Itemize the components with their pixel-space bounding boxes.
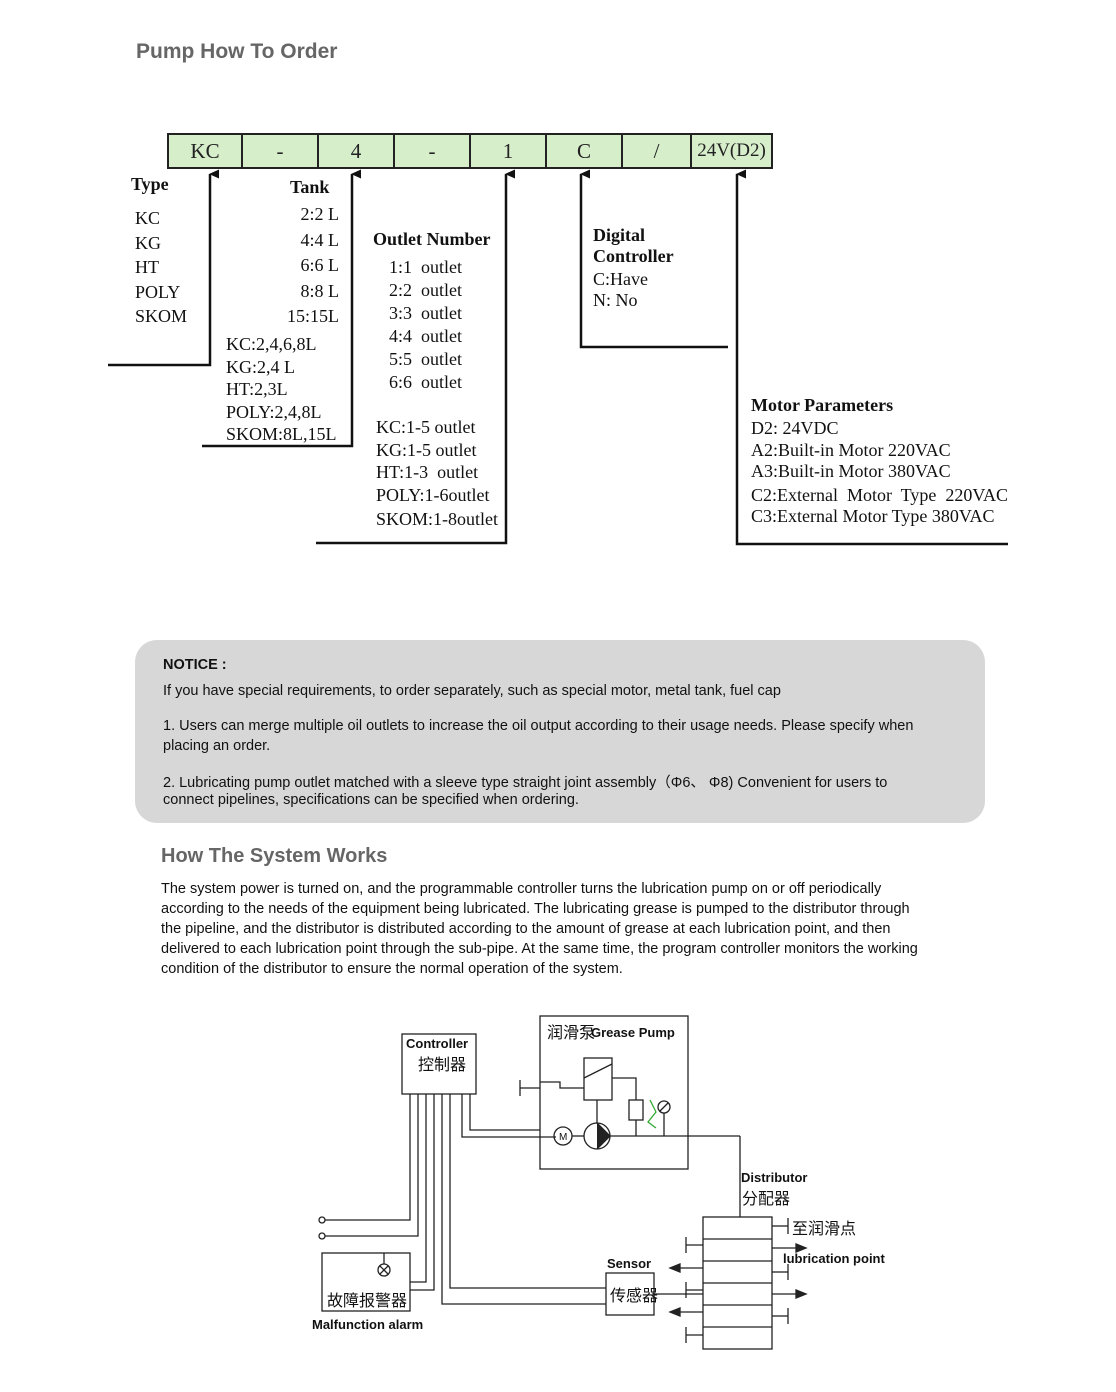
paragraph-line: condition of the distributor to ensure t… [161,961,623,977]
controller-heading: Digital Controller [593,225,674,267]
list-item: 5:5 outlet [389,349,462,369]
list-item: KG [135,232,161,253]
system-diagram: Controller 控制器 润滑泵 Grease Pump M Distrib… [312,1015,885,1350]
outlet-models: KC:1-5 outlet KG:1-5 outlet HT:1-3 outle… [376,416,498,531]
type-heading: Type [131,174,169,194]
paragraph-line: The system power is turned on, and the p… [161,881,882,897]
distributor-label-cn: 分配器 [742,1189,790,1208]
motor-heading: Motor Parameters [751,395,894,415]
code-cell-tank: 4 [317,133,395,169]
section-title: How The System Works [161,845,388,867]
controller-box [401,1033,477,1095]
list-item: 15:15L [287,306,339,326]
notice-item-1: 1. Users can merge multiple oil outlets … [163,718,914,734]
list-item: 6:6 L [300,255,340,275]
lubrication-label-en: lubrication point [783,1251,885,1266]
lubrication-label-cn: 至润滑点 [792,1219,856,1238]
list-item: 6:6 outlet [389,372,462,392]
outlet-list: 1:1 outlet 2:2 outlet 3:3 outlet 4:4 out… [389,256,462,394]
controller-heading-line1: Digital [593,225,645,245]
tank-models: KC:2,4,6,8L KG:2,4 L HT:2,3L POLY:2,4,8L… [226,333,337,446]
distributor-label-en: Distributor [741,1170,807,1185]
sensor-label-en: Sensor [607,1256,651,1271]
list-item: 4:4 L [300,229,340,250]
list-item: 8:8 L [300,280,340,301]
motor-list: D2: 24VDC A2:Built-in Motor 220VAC A3:Bu… [751,418,1008,528]
list-item: 1:1 outlet [389,257,462,277]
type-column: Type [131,173,169,197]
controller-label-en: Controller [406,1036,468,1051]
sensor-label-cn: 传感器 [610,1286,658,1305]
tank-symbol [583,1057,613,1101]
list-item: SKOM:1-8outlet [376,509,499,529]
alarm-label-cn: 故障报警器 [327,1291,407,1310]
notice-item-2: 2. Lubricating pump outlet matched with … [163,775,888,791]
list-item: C:Have [593,269,648,289]
paragraph-line: according to the needs of the equipment … [161,901,910,917]
notice-box: NOTICE : If you have special requirement… [135,640,985,823]
list-item: 4:4 outlet [389,326,462,346]
list-item: POLY [135,281,181,302]
code-cell-controller: C [545,133,623,169]
list-item: 2:2 outlet [389,280,462,300]
paragraph-line: the pipeline, and the distributor is dis… [161,921,891,937]
notice-title: NOTICE : [163,657,227,673]
list-item: KC:1-5 outlet [376,417,476,437]
list-item: 2:2 L [300,204,340,224]
controller-label-cn: 控制器 [418,1055,466,1074]
list-item: KG:1-5 outlet [376,439,477,460]
list-item: HT:1-3 outlet [376,462,479,482]
code-cell-outlet: 1 [469,133,547,169]
list-item: HT:2,3L [226,379,288,399]
code-cell-motor: 24V(D2) [690,133,773,169]
works-paragraph: The system power is turned on, and the p… [161,879,918,979]
list-item: A3:Built-in Motor 380VAC [751,461,951,481]
paragraph-line: delivered to each lubrication point thro… [161,941,918,957]
list-item: HT [135,257,159,277]
order-connector-lines [108,0,1008,546]
grease-pump-box [539,1015,689,1170]
motor-label: M [559,1132,567,1143]
page-title: Pump How To Order [136,40,338,63]
list-item: KC [135,208,161,228]
list-item: KG:2,4 L [226,356,295,377]
outlet-heading: Outlet Number [373,229,491,249]
list-item: SKOM [135,306,188,326]
tank-heading: Tank [290,177,330,197]
list-item: POLY:2,4,8L [226,401,322,422]
controller-heading-line2: Controller [593,246,674,266]
pump-label-en: Grease Pump [591,1025,675,1040]
notice-item-2-cont: connect pipelines, specifications can be… [163,792,579,808]
list-item: POLY:1-6outlet [376,484,490,505]
tank-list: 2:2 L 4:4 L 6:6 L 8:8 L 15:15L [284,202,339,330]
list-item: SKOM:8L,15L [226,424,337,444]
notice-item-1-cont: placing an order. [163,738,271,754]
list-item: 3:3 outlet [389,303,462,323]
alarm-label-en: Malfunction alarm [312,1317,423,1332]
pump-label-cn: 润滑泵 [547,1023,595,1042]
controller-list: C:Have N: No [593,269,648,311]
list-item: A2:Built-in Motor 220VAC [751,439,951,460]
list-item: C3:External Motor Type 380VAC [751,506,995,526]
type-list: KC KG HT POLY SKOM [135,206,187,329]
list-item: N: No [593,290,638,310]
list-item: D2: 24VDC [751,418,839,438]
list-item: C2:External Motor Type 220VAC [751,484,1009,505]
notice-line: If you have special requirements, to ord… [163,683,781,699]
list-item: KC:2,4,6,8L [226,334,317,354]
code-cell-slash: / [621,133,692,169]
